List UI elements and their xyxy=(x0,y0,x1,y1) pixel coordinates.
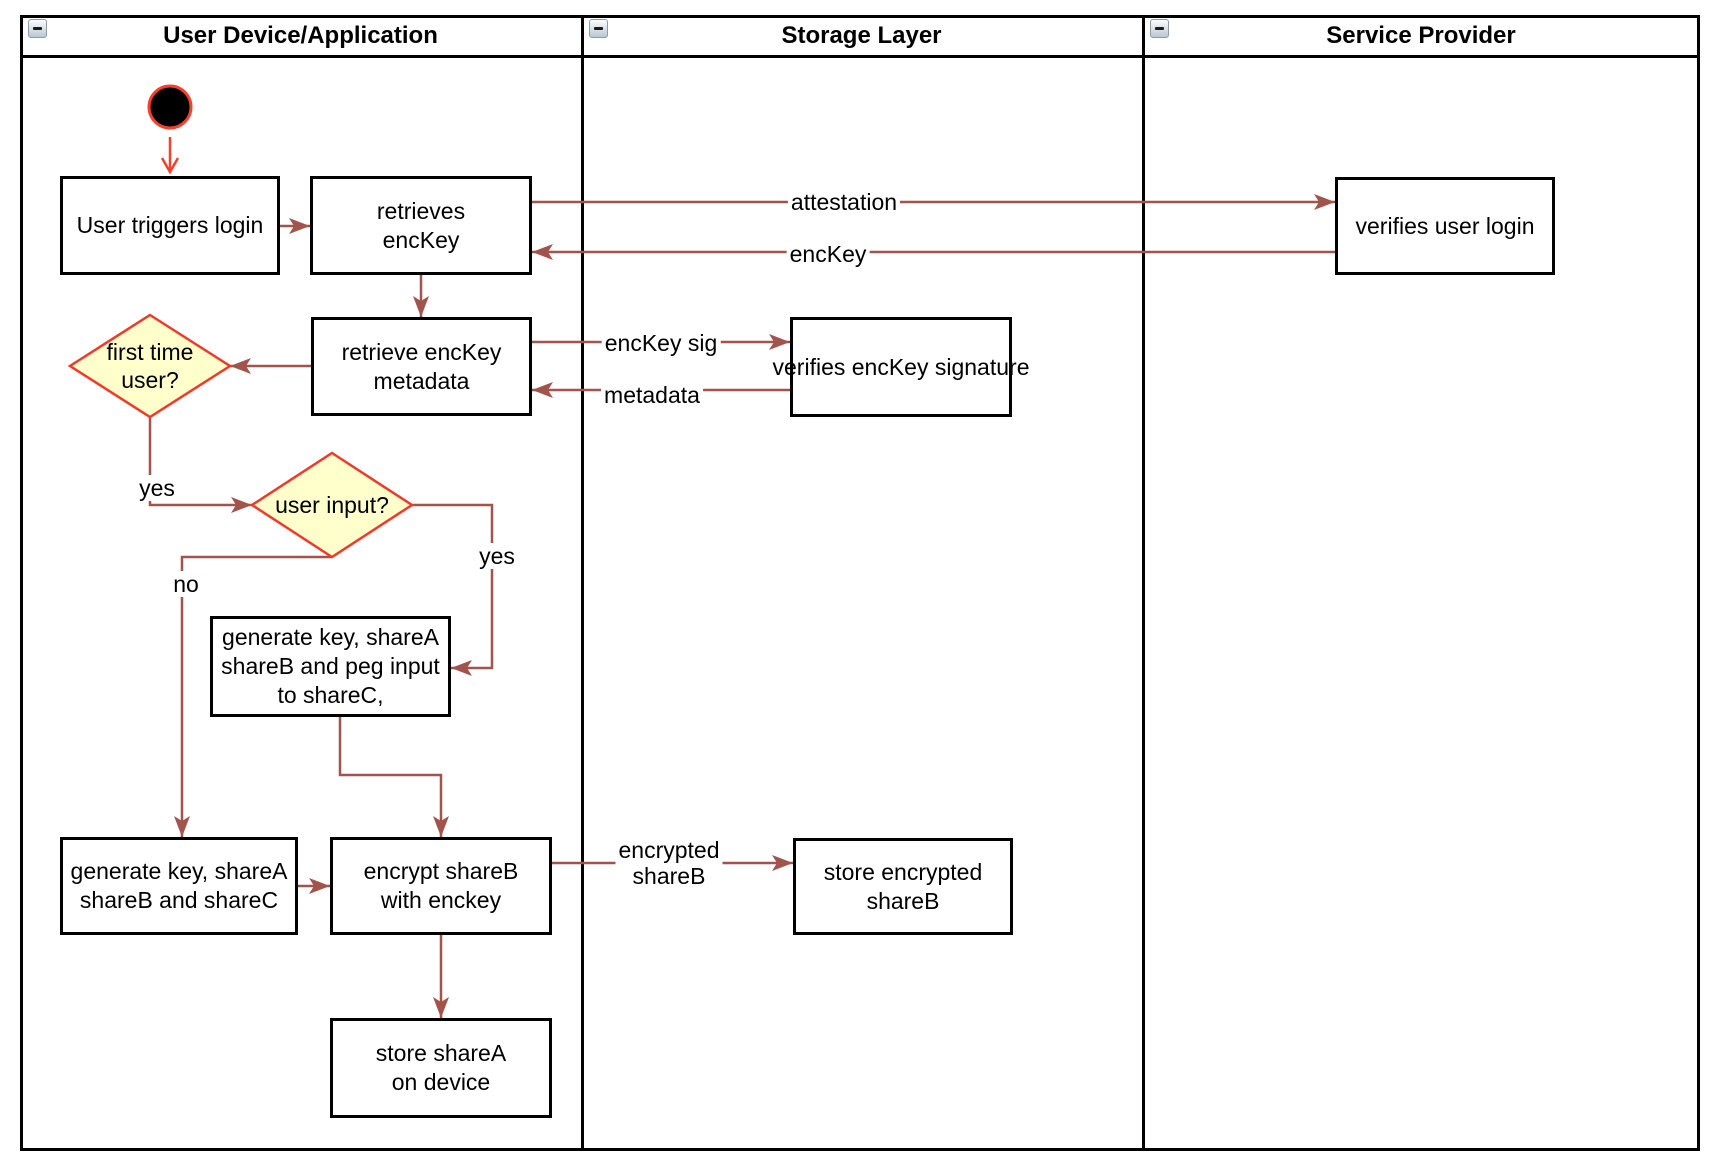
node-user-triggers-login: User triggers login xyxy=(60,176,280,275)
node-retrieve-enckey-metadata: retrieve encKey metadata xyxy=(311,317,532,416)
node-label: encKey xyxy=(382,226,460,253)
node-store-encrypted-shareb: store encrypted shareB xyxy=(793,838,1013,935)
node-label: User triggers login xyxy=(76,212,264,238)
collapse-lane-icon[interactable] xyxy=(28,19,47,38)
node-label: store encrypted xyxy=(823,858,983,885)
node-encrypt-shareb: encrypt shareB with enckey xyxy=(330,837,552,935)
node-label: shareB and shareC xyxy=(79,887,279,913)
decision-user-input xyxy=(249,451,415,559)
minus-icon xyxy=(33,27,42,30)
edge-label-line: shareB xyxy=(632,863,706,889)
node-store-sharea: store shareA on device xyxy=(330,1018,552,1118)
decision-first-time-user-label: first time user? xyxy=(70,315,230,417)
node-label: generate key, shareA xyxy=(222,624,439,650)
start-node xyxy=(147,84,193,130)
edge-peg-to-encrypt xyxy=(338,717,449,837)
edge-label-enckey: encKey xyxy=(786,241,870,267)
lane-title: Storage Layer xyxy=(781,22,942,49)
node-label: shareB xyxy=(866,887,940,914)
node-retrieves-enckey: retrieves encKey xyxy=(310,176,532,275)
node-label: shareB and peg input xyxy=(221,653,440,679)
node-label: verifies encKey signature xyxy=(772,353,1030,380)
edge-label-no-user-input: no xyxy=(170,571,202,597)
edge-label-yes-first-time: yes xyxy=(136,475,178,501)
lane-title: User Device/Application xyxy=(163,22,438,49)
edge-label-encrypted-shareb: encrypted shareB xyxy=(615,837,723,889)
edge-label-line: encrypted xyxy=(618,837,720,863)
lane-title: Service Provider xyxy=(1326,22,1516,49)
header-separator xyxy=(20,55,1700,58)
node-label: on device xyxy=(391,1069,491,1095)
minus-icon xyxy=(594,27,603,30)
node-label: encrypt shareB xyxy=(363,858,519,884)
decision-first-time-user xyxy=(67,313,233,419)
node-label: verifies user login xyxy=(1355,212,1535,239)
node-generate-key-sharec: generate key, shareA shareB and shareC xyxy=(60,837,298,935)
decision-user-input-label: user input? xyxy=(252,453,412,557)
collapse-lane-icon[interactable] xyxy=(1150,19,1169,38)
node-label: retrieves xyxy=(376,197,466,224)
lane-header-storage-layer: Storage Layer xyxy=(581,15,1142,57)
lane-divider-1 xyxy=(581,15,584,1151)
edge-no-to-generate xyxy=(174,555,332,837)
lane-header-service-provider: Service Provider xyxy=(1142,15,1700,57)
collapse-lane-icon[interactable] xyxy=(589,19,608,38)
edge-yes-to-userinput xyxy=(148,417,252,513)
node-label: store shareA xyxy=(375,1040,507,1066)
edge-label-yes-user-input: yes xyxy=(476,543,518,569)
node-verifies-enckey-signature: verifies encKey signature xyxy=(773,317,1029,417)
decision-label: first time xyxy=(106,339,194,365)
decision-label: user input? xyxy=(275,492,389,518)
edge-label-metadata: metadata xyxy=(601,382,703,408)
node-label: retrieve encKey xyxy=(341,338,502,365)
lane-divider-2 xyxy=(1142,15,1145,1151)
node-verifies-user-login: verifies user login xyxy=(1335,177,1555,275)
minus-icon xyxy=(1155,27,1164,30)
edge-label-enckey-sig: encKey sig xyxy=(601,330,721,356)
lane-header-user-device: User Device/Application xyxy=(20,15,581,57)
node-label: generate key, shareA xyxy=(70,858,288,884)
edge-label-attestation: attestation xyxy=(787,189,901,215)
edge-yes-to-generate-peg xyxy=(412,503,494,676)
node-label: metadata xyxy=(373,367,470,394)
node-generate-key-peg: generate key, shareA shareB and peg inpu… xyxy=(210,616,451,717)
decision-label: user? xyxy=(121,367,179,393)
node-label: to shareC, xyxy=(277,682,384,708)
pool-frame xyxy=(20,15,1700,1151)
node-label: with enckey xyxy=(380,887,502,913)
